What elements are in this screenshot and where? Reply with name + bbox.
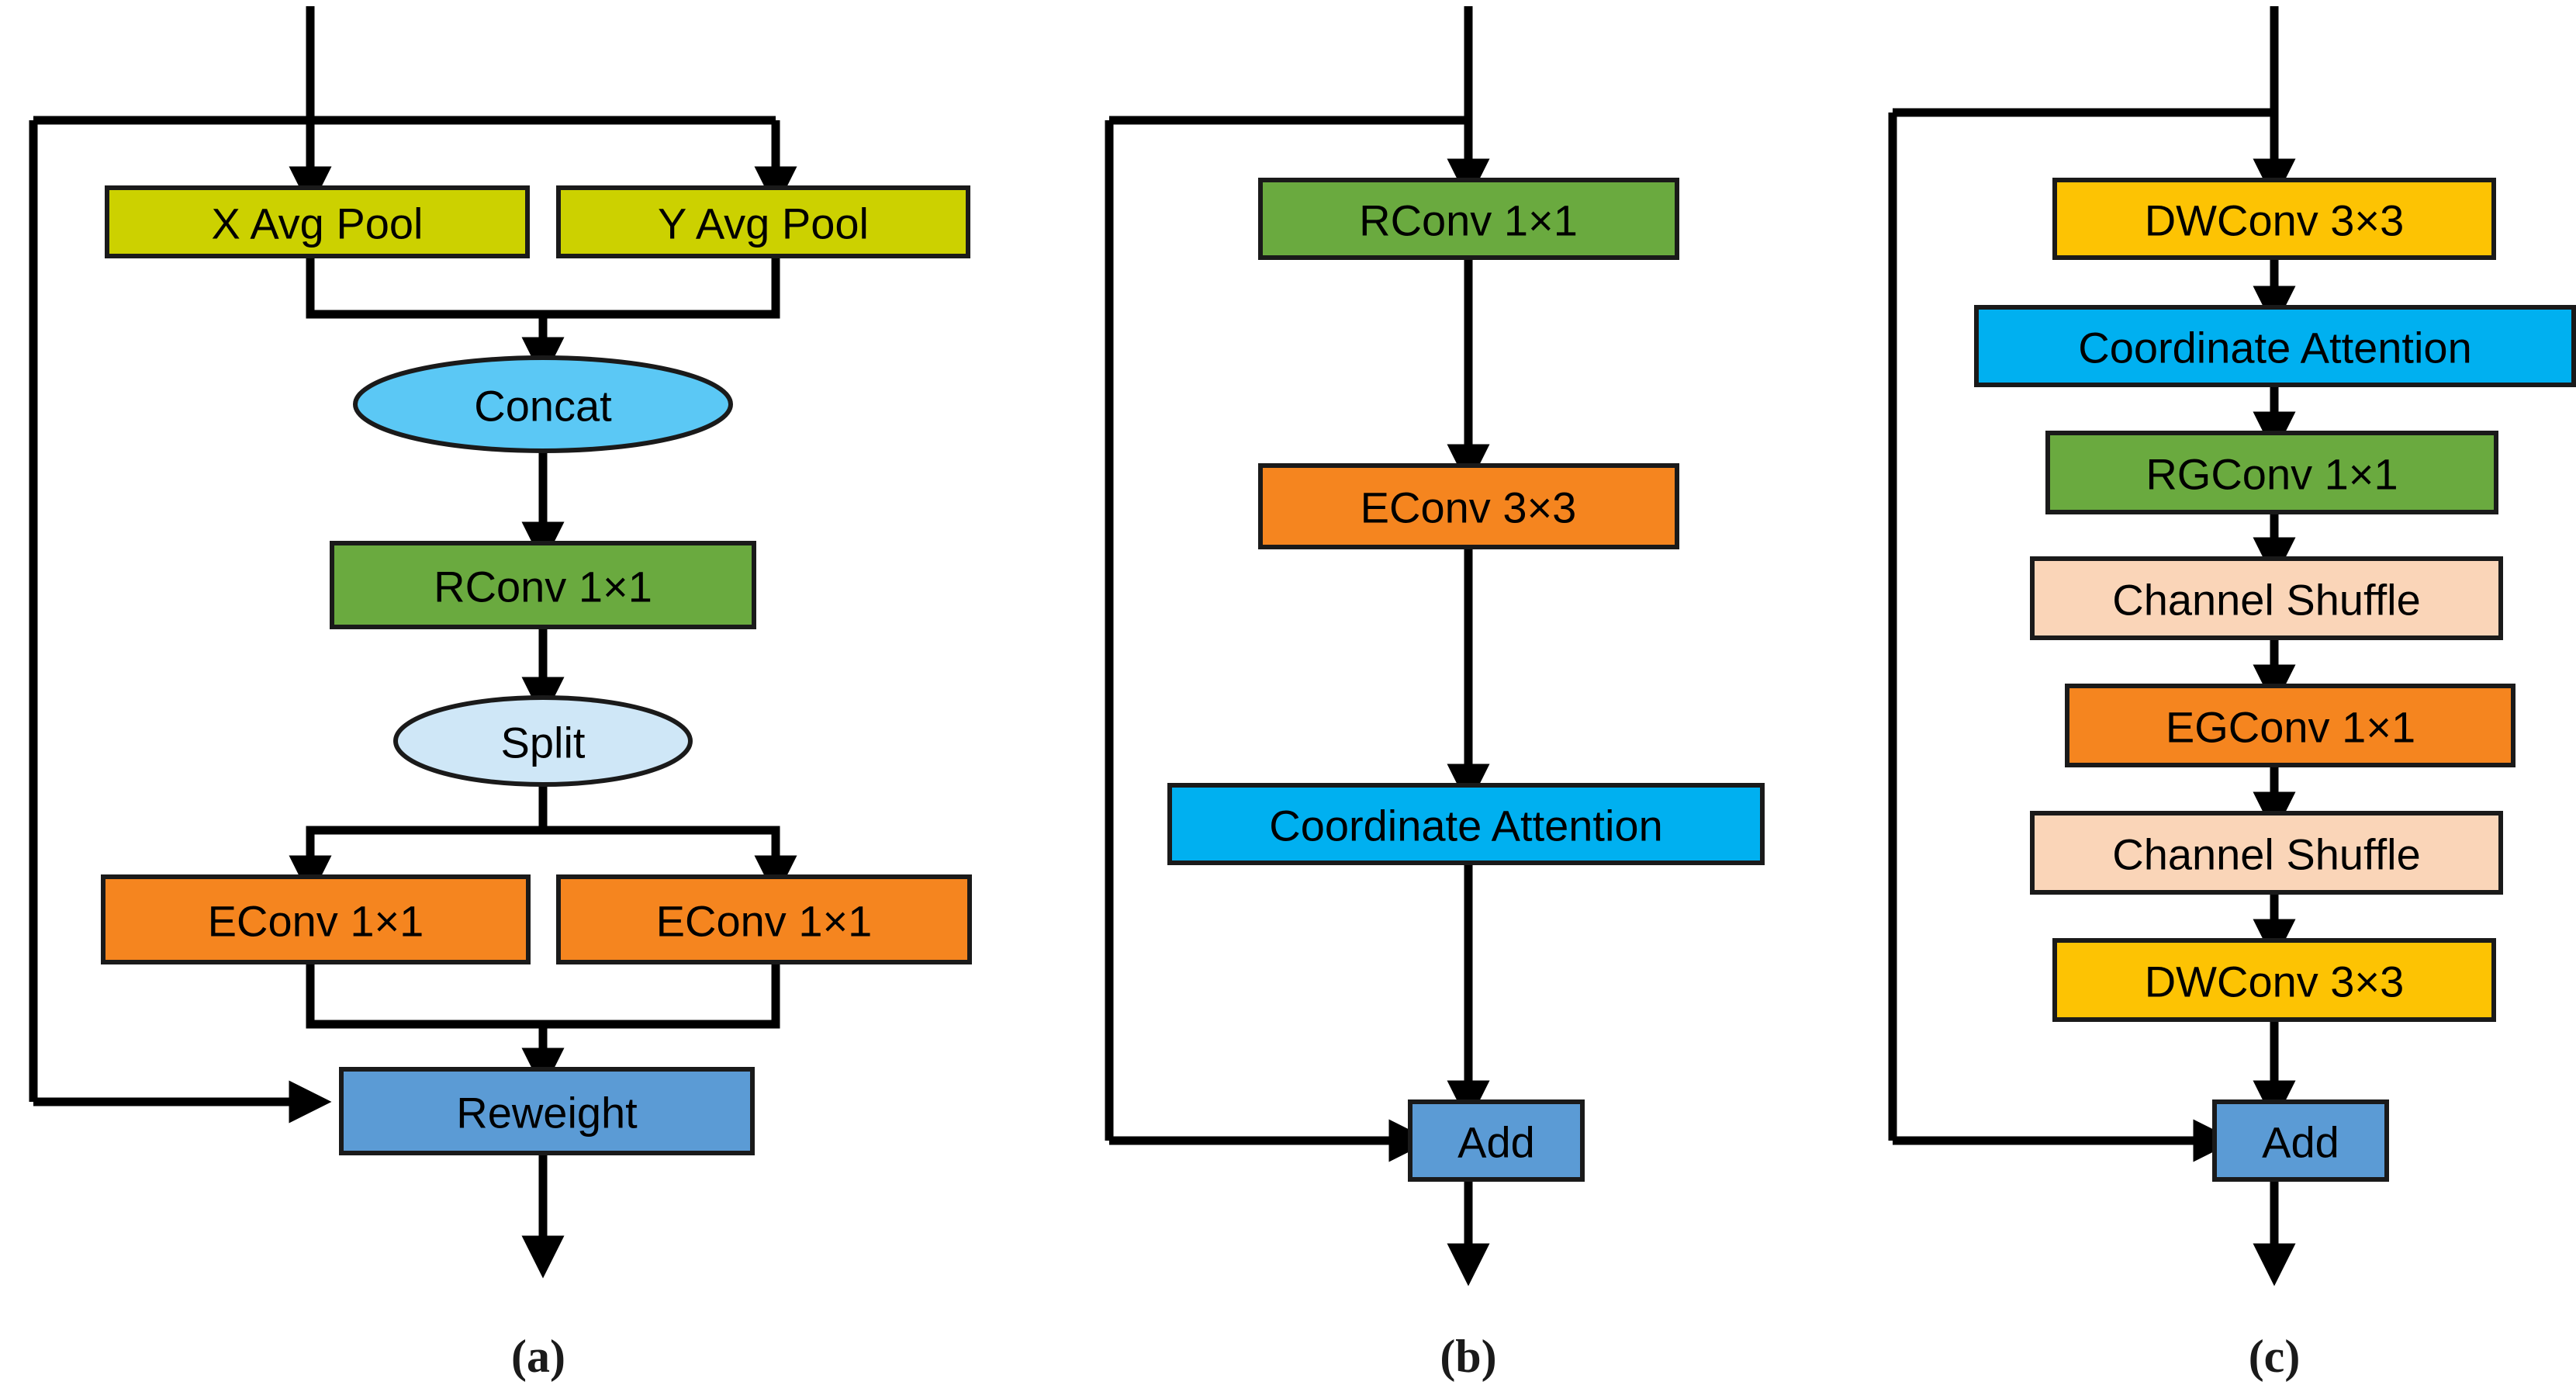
node-c-dwconv-3x3-bot-label: DWConv 3×3 [2145,957,2405,1006]
node-c-dwconv-3x3-top-box [2052,178,2496,260]
node-b-econv-3x3-box [1258,463,1679,549]
panel-b-wires [1105,6,1490,1286]
node-b-econv-3x3[interactable]: EConv 3×3 [1258,463,1679,549]
panel-label-c: (c) [2249,1331,2301,1382]
node-a-x-avg-pool-box [105,185,530,258]
node-a-econv-1x1-left-box [101,874,531,964]
node-a-split[interactable]: Split [393,695,693,787]
node-a-split-ellipse [393,695,693,787]
node-c-add-box [2212,1099,2389,1182]
node-b-coordinate-attention[interactable]: Coordinate Attention [1167,783,1765,865]
panel-a-wires [29,6,797,1279]
wire-a-split-to-econv-right [543,826,797,899]
node-c-add[interactable]: Add [2212,1099,2389,1182]
node-a-rconv-1x1-box [330,541,756,629]
node-a-econv-1x1-left[interactable]: EConv 1×1 [101,874,531,964]
node-c-dwconv-3x3-bot[interactable]: DWConv 3×3 [2052,938,2496,1022]
node-c-coordinate-attention[interactable]: Coordinate Attention [1974,305,2576,387]
node-a-reweight-box [339,1067,755,1155]
node-c-add-label: Add [2262,1118,2339,1167]
node-c-dwconv-3x3-top[interactable]: DWConv 3×3 [2052,178,2496,260]
node-a-econv-1x1-right-label: EConv 1×1 [656,897,873,946]
node-b-add-label: Add [1457,1118,1535,1167]
node-c-dwconv-3x3-top-label: DWConv 3×3 [2145,196,2405,245]
panel-c-wires [1888,6,2296,1286]
node-c-coordinate-attention-box [1974,305,2576,387]
node-c-egconv-1x1-label: EGConv 1×1 [2166,703,2415,752]
node-b-econv-3x3-label: EConv 3×3 [1361,483,1577,532]
node-a-econv-1x1-right[interactable]: EConv 1×1 [556,874,972,964]
node-a-split-label: Split [501,719,586,767]
node-c-channel-shuffle-top-label: Channel Shuffle [2112,576,2421,625]
node-b-add-box [1408,1099,1585,1182]
node-c-rgconv-1x1-label: RGConv 1×1 [2146,450,2398,499]
node-b-rconv-1x1-label: RConv 1×1 [1359,196,1578,245]
node-a-x-avg-pool-label: X Avg Pool [212,199,424,248]
wire-a-split-to-econv-left [289,784,548,899]
node-c-egconv-1x1[interactable]: EGConv 1×1 [2065,684,2515,767]
node-a-x-avg-pool[interactable]: X Avg Pool [105,185,530,258]
node-a-concat[interactable]: Concat [353,355,733,453]
node-b-coordinate-attention-box [1167,783,1765,865]
node-a-concat-label: Concat [474,382,612,431]
panel-c: DWConv 3×3 Coordinate Attention RGConv 1… [1888,6,2576,1382]
node-c-coordinate-attention-label: Coordinate Attention [2078,324,2471,372]
node-c-dwconv-3x3-bot-box [2052,938,2496,1022]
panel-b: RConv 1×1 EConv 3×3 Coordinate Attention… [1105,6,1765,1382]
node-c-channel-shuffle-bot[interactable]: Channel Shuffle [2030,811,2503,895]
node-a-econv-1x1-left-label: EConv 1×1 [208,897,424,946]
node-b-rconv-1x1-box [1258,178,1679,260]
node-a-y-avg-pool-box [556,185,970,258]
node-a-reweight-label: Reweight [456,1089,638,1138]
node-b-coordinate-attention-label: Coordinate Attention [1269,802,1662,850]
node-b-add[interactable]: Add [1408,1099,1585,1182]
node-c-channel-shuffle-top[interactable]: Channel Shuffle [2030,556,2503,640]
node-a-rconv-1x1-label: RConv 1×1 [434,563,652,611]
panel-label-b: (b) [1440,1331,1496,1382]
node-c-channel-shuffle-bot-box [2030,811,2503,895]
panel-label-a: (a) [511,1331,565,1382]
node-a-rconv-1x1[interactable]: RConv 1×1 [330,541,756,629]
node-c-rgconv-1x1-box [2045,431,2498,514]
node-a-econv-1x1-right-box [556,874,972,964]
node-a-concat-ellipse [353,355,733,453]
node-b-rconv-1x1[interactable]: RConv 1×1 [1258,178,1679,260]
node-c-channel-shuffle-bot-label: Channel Shuffle [2112,830,2421,879]
node-c-rgconv-1x1[interactable]: RGConv 1×1 [2045,431,2498,514]
node-a-y-avg-pool-label: Y Avg Pool [658,199,869,248]
node-c-channel-shuffle-top-box [2030,556,2503,640]
node-a-reweight[interactable]: Reweight [339,1067,755,1155]
node-c-egconv-1x1-box [2065,684,2515,767]
panel-a: X Avg Pool Y Avg Pool Concat RConv 1×1 S… [29,6,972,1382]
node-a-y-avg-pool[interactable]: Y Avg Pool [556,185,970,258]
